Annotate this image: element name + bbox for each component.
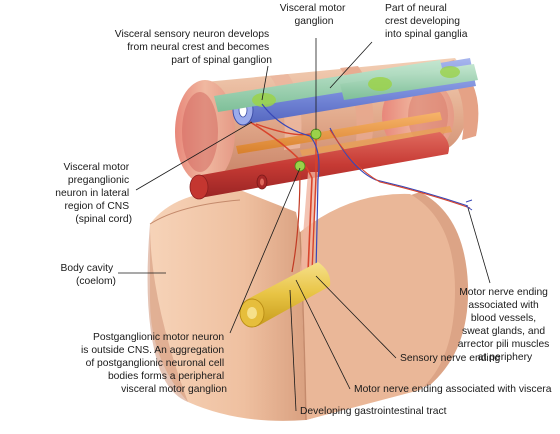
label-motor-nerve-ending-viscera: Motor nerve ending associated with visce… [354,384,552,395]
label-visceral-sensory-neuron: Visceral sensory neuron develops from ne… [115,29,272,66]
mesentery [300,172,318,274]
orange-cord [236,112,442,154]
sensory-nerve-fiber [261,103,320,273]
motor-nerve-fiber [249,121,313,273]
label-body-cavity: Body cavity (coelom) [60,263,116,287]
label-sensory-nerve-ending: Sensory nerve ending [400,353,500,364]
leader-sensory-ending [315,275,397,359]
label-motor-nerve-ending-periphery: Motor nerve ending associated with blood… [458,287,552,363]
leader-preganglionic [135,121,253,191]
peripheral-motor-fiber [329,129,471,209]
spinal-ganglion [440,66,460,78]
label-postganglionic-neuron: Postganglionic motor neuron is outside C… [81,332,227,395]
gut-tube-body [246,262,331,326]
leader-neural-crest [329,41,373,89]
aorta [189,132,449,200]
neural-crest [214,60,478,112]
visceral-motor-ganglion [310,128,322,140]
body-wall [147,190,469,421]
leader-postganglionic [229,167,301,334]
label-preganglionic-neuron: Visceral motor preganglionic neuron in l… [55,162,132,225]
leader-motor-ending-periphery [467,207,491,284]
gut-tube [239,262,331,328]
sympathetic-chain [236,112,452,156]
peripheral-visceral-ganglion [294,160,306,172]
labels: Visceral motor ganglion Part of neural c… [55,3,552,417]
body-wall-left-face [150,190,306,421]
leader-motor-ending-viscera [295,279,351,390]
label-gi-tract: Developing gastrointestinal tract [300,406,447,417]
leader-lines [118,38,491,412]
spinal-ganglion [368,77,392,91]
label-neural-crest: Part of neural crest developing into spi… [385,3,468,40]
coelom-seam [299,231,307,421]
spinal-ganglion [252,93,276,107]
leader-visceral-sensory-neuron [261,65,269,101]
leader-gi-tract [289,289,297,412]
body-wall-right-block [300,193,455,420]
label-visceral-motor-ganglion: Visceral motor ganglion [280,3,349,27]
